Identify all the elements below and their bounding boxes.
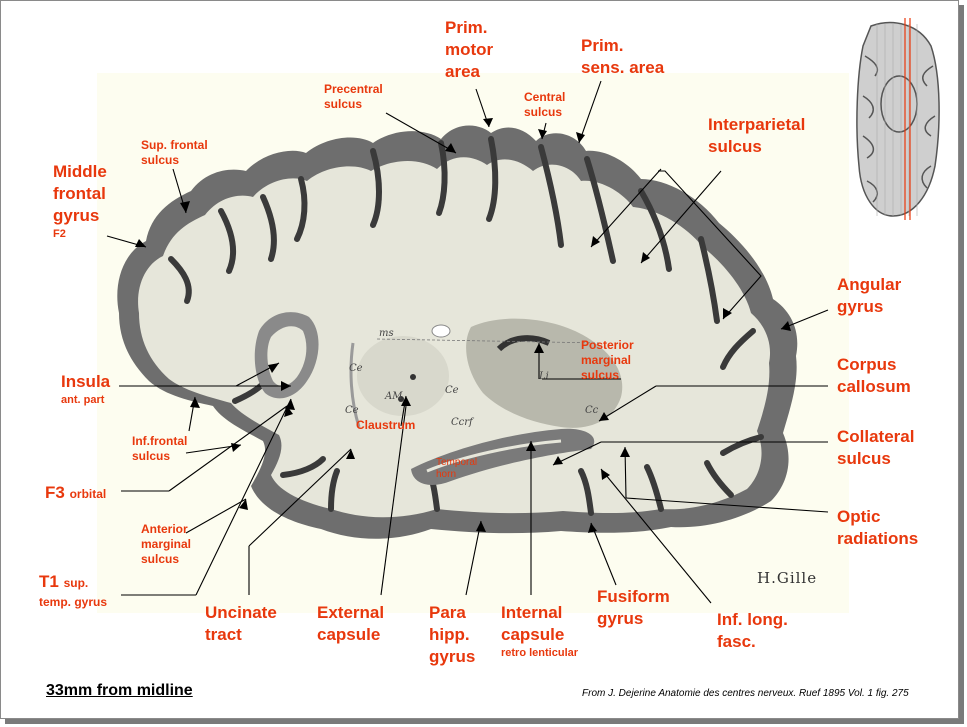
brain-plate-illustration: ms Ce Ce AM Ce Li Cc Ccrf [97, 73, 849, 613]
artist-signature: H.Gille [757, 569, 818, 587]
arrowheads [135, 118, 791, 533]
label-claustrum: Claustrum [356, 418, 416, 432]
figure-caption: 33mm from midline [46, 682, 193, 699]
plate-mark-li: Li [538, 371, 549, 382]
plate-mark-ce2: Ce [345, 405, 359, 416]
label-t1-sub-2: temp. gyrus [39, 595, 108, 609]
plate-mark-ccrf: Ccrf [451, 417, 475, 428]
label-f3-sub: orbital [69, 487, 107, 501]
label-insula: Insula ant. part [61, 372, 111, 406]
plate-mark-cc: Cc [585, 405, 599, 416]
label-middle-frontal-sub: F2 [53, 228, 66, 240]
source-credit: From J. Dejerine Anatomie des centres ne… [582, 688, 909, 699]
plate-mark-ms: ms [379, 328, 394, 339]
plate-mark-am: AM [384, 391, 403, 402]
label-t1-sup-temp-gyrus: T1 sup. temp. gyrus [39, 572, 108, 609]
inset-brain-section [853, 16, 943, 221]
label-insula-sub: ant. part [61, 394, 105, 406]
plate-mark-ce3: Ce [445, 385, 459, 396]
sulci [168, 136, 764, 516]
label-inf-long-fasc: Inf. long.fasc. [717, 610, 788, 651]
label-t1-sub-1: sup. [63, 576, 89, 590]
posterior-sulcus [496, 335, 551, 352]
label-prim-sens-area: Prim.sens. area [581, 36, 665, 77]
label-internal-sub: retro lenticular [501, 647, 579, 659]
lenticular-nucleus [357, 336, 449, 416]
claustrum [349, 342, 361, 428]
plate-mark-ce1: Ce [349, 363, 363, 374]
label-f3-orbital: F3 orbital [45, 483, 107, 502]
